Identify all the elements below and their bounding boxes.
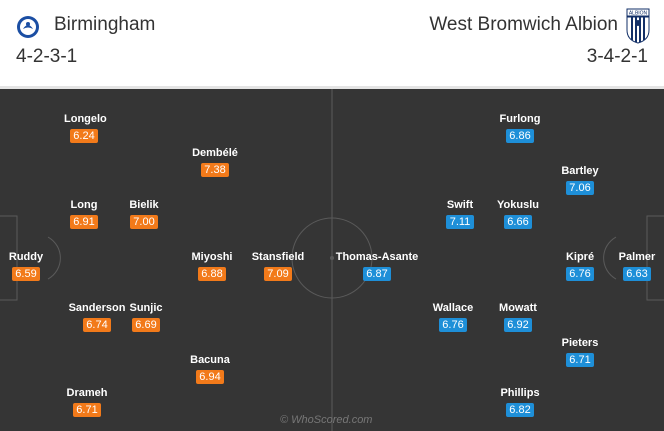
player-rating: 6.94: [196, 370, 224, 384]
player-rating: 7.11: [446, 215, 474, 229]
player-name: Stansfield: [251, 251, 305, 263]
player-name: Thomas-Asante: [335, 251, 419, 263]
watermark: © WhoScored.com: [280, 414, 373, 426]
player-name: Bartley: [561, 165, 599, 177]
west-brom-crest-icon: ALBION: [626, 8, 650, 44]
badge-text: ALBION: [629, 11, 648, 17]
player-card[interactable]: Kipré 6.76: [560, 251, 600, 282]
player-rating: 7.06: [566, 181, 594, 195]
player-card[interactable]: Drameh 6.71: [64, 387, 110, 418]
player-card[interactable]: Stansfield 7.09: [244, 251, 312, 282]
player-name: Long: [70, 199, 98, 211]
player-rating: 6.69: [132, 318, 160, 332]
match-header: Birmingham 4-2-3-1 West Bromwich Albion …: [0, 0, 664, 86]
home-team-name[interactable]: Birmingham: [54, 14, 156, 35]
player-rating: 6.66: [504, 215, 532, 229]
player-card[interactable]: Yokuslu 6.66: [488, 199, 548, 230]
player-rating: 6.76: [566, 267, 594, 281]
player-name: Palmer: [618, 251, 656, 263]
player-card[interactable]: Bielik 7.00: [124, 199, 164, 230]
player-name: Mowatt: [499, 302, 537, 314]
player-name: Dembélé: [192, 147, 238, 159]
player-name: Pieters: [561, 337, 599, 349]
home-formation: 4-2-3-1: [16, 46, 78, 67]
player-rating: 6.24: [70, 129, 98, 143]
player-card[interactable]: Sanderson 6.74: [64, 302, 130, 333]
player-card[interactable]: Swift 7.11: [440, 199, 480, 230]
player-name: Bielik: [129, 199, 159, 211]
player-card[interactable]: Long 6.91: [64, 199, 104, 230]
player-card[interactable]: Longelo 6.24: [64, 113, 107, 144]
player-name: Ruddy: [8, 251, 44, 263]
player-rating: 6.88: [198, 267, 226, 281]
player-name: Phillips: [500, 387, 540, 399]
player-card[interactable]: Sunjic 6.69: [124, 302, 168, 333]
player-rating: 7.00: [130, 215, 158, 229]
player-card[interactable]: Miyoshi 6.88: [187, 251, 237, 282]
player-card[interactable]: Palmer 6.63: [614, 251, 660, 282]
player-card[interactable]: Bartley 7.06: [552, 165, 608, 196]
player-name: Longelo: [64, 113, 107, 125]
player-rating: 6.59: [12, 267, 40, 281]
player-card[interactable]: Dembélé 7.38: [187, 147, 243, 178]
player-rating: 6.74: [83, 318, 111, 332]
player-rating: 6.76: [439, 318, 467, 332]
pitch-markings: [0, 89, 664, 431]
away-formation: 3-4-2-1: [586, 46, 648, 67]
player-name: Kipré: [565, 251, 595, 263]
away-team-name[interactable]: West Bromwich Albion: [429, 14, 618, 35]
player-name: Bacuna: [190, 354, 230, 366]
pitch: Longelo 6.24 Dembélé 7.38 Long 6.91 Biel…: [0, 86, 664, 431]
player-rating: 6.82: [506, 403, 534, 417]
player-rating: 7.38: [201, 163, 229, 177]
player-rating: 6.63: [623, 267, 651, 281]
player-card[interactable]: Mowatt 6.92: [488, 302, 548, 333]
player-card[interactable]: Bacuna 6.94: [187, 354, 233, 385]
player-name: Drameh: [66, 387, 108, 399]
player-rating: 7.09: [264, 267, 292, 281]
player-name: Miyoshi: [191, 251, 233, 263]
player-card[interactable]: Phillips 6.82: [488, 387, 552, 418]
player-rating: 6.71: [73, 403, 101, 417]
birmingham-crest-icon: [17, 16, 39, 38]
player-card[interactable]: Thomas-Asante 6.87: [332, 251, 422, 282]
player-name: Wallace: [432, 302, 474, 314]
player-rating: 6.71: [566, 353, 594, 367]
player-card[interactable]: Ruddy 6.59: [2, 251, 50, 282]
player-rating: 6.91: [70, 215, 98, 229]
player-name: Sanderson: [68, 302, 126, 314]
player-card[interactable]: Furlong 6.86: [488, 113, 552, 144]
player-card[interactable]: Pieters 6.71: [552, 337, 608, 368]
player-rating: 6.87: [363, 267, 391, 281]
player-rating: 6.92: [504, 318, 532, 332]
player-name: Furlong: [499, 113, 541, 125]
player-name: Yokuslu: [497, 199, 539, 211]
player-name: Swift: [446, 199, 474, 211]
player-card[interactable]: Wallace 6.76: [426, 302, 480, 333]
player-rating: 6.86: [506, 129, 534, 143]
player-name: Sunjic: [129, 302, 163, 314]
